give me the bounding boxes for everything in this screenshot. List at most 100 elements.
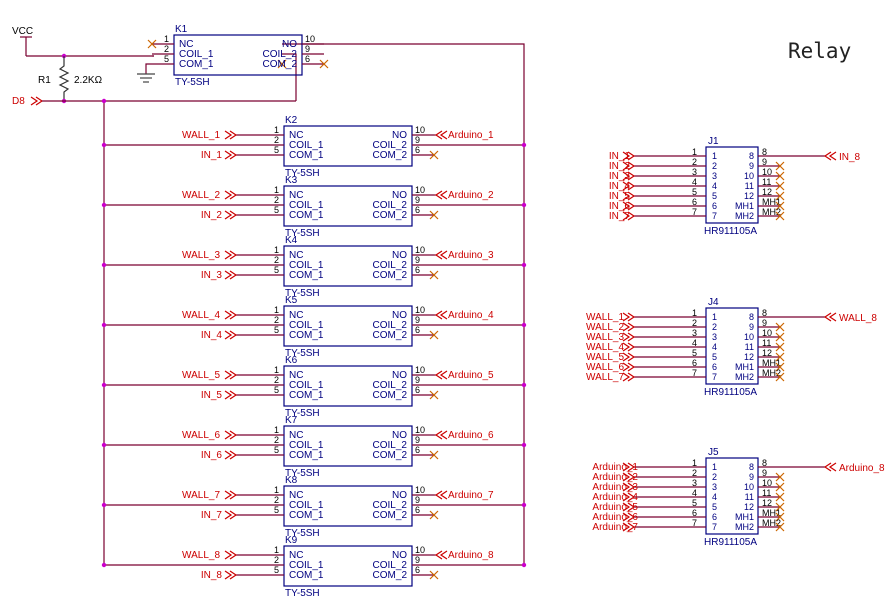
pin-label-nc: NC (289, 310, 303, 321)
junction-dot (521, 502, 527, 508)
arrow-chevron (622, 502, 631, 512)
connector-pin-number: 4 (692, 488, 697, 498)
net-output-arrow (434, 310, 448, 320)
net-input-arrow (622, 372, 636, 382)
pin-number: 9 (415, 435, 420, 445)
connector-pin-label: 7 (712, 211, 717, 221)
net-input-arrow (622, 201, 636, 211)
pin-number: 10 (415, 305, 425, 315)
arrow-chevron (224, 510, 233, 520)
connector-pin-label: 7 (712, 372, 717, 382)
arrow-chevron (627, 502, 636, 512)
relay-ref: K3 (285, 175, 298, 186)
no-connect-mark (429, 210, 439, 220)
pin-number: 9 (415, 495, 420, 505)
arrow-chevron (627, 191, 636, 201)
arrow-chevron (224, 150, 233, 160)
pin-label-coil2: COIL_2 (373, 320, 408, 331)
connector-pin-number: 11 (762, 488, 771, 498)
junction-dot (101, 442, 107, 448)
pin-label-nc: NC (179, 39, 193, 50)
connector-pin-number: 5 (692, 348, 697, 358)
junction-dot (521, 382, 527, 388)
arrow-chevron (439, 250, 448, 260)
relay-k9: K9TY-5SHNCCOIL_1COM_1NOCOIL_2COM_2125109… (101, 535, 527, 597)
relay-k6: K6TY-5SHNCCOIL_1COM_1NOCOIL_2COM_2125109… (101, 355, 527, 419)
pin-label-coil2: COIL_2 (373, 500, 408, 511)
junction-dot (521, 262, 527, 268)
arrow-chevron (439, 190, 448, 200)
connector-pin-number: 12 (762, 187, 772, 197)
net-label-in: IN_5 (201, 390, 223, 401)
no-connect-stroke (775, 181, 785, 191)
arrow-chevron (434, 310, 443, 320)
connector-pin-number: 11 (762, 338, 771, 348)
junction-dot (521, 322, 527, 328)
arrow-chevron (627, 362, 636, 372)
arrow-chevron (229, 370, 238, 380)
junction-dot (101, 142, 107, 148)
net-label-arduino: Arduino_7 (448, 490, 494, 501)
pin-number: 10 (415, 365, 425, 375)
no-connect-mark (429, 330, 439, 340)
arrow-chevron (224, 490, 233, 500)
no-connect-stroke (429, 570, 439, 580)
relay-k3: K3TY-5SHNCCOIL_1COM_1NOCOIL_2COM_2125109… (101, 175, 527, 239)
pin-label-com1: COM_1 (289, 390, 324, 401)
pin-label-com2: COM_2 (373, 570, 408, 581)
no-connect-mark (775, 181, 785, 191)
net-label-wall: WALL_8 (182, 550, 220, 561)
connector-pin-label: MH2 (735, 372, 754, 382)
connector-pin-number: MH1 (762, 358, 781, 368)
arrow-chevron (439, 430, 448, 440)
net-label-wall: WALL_5 (182, 370, 220, 381)
pin-label-nc: NC (289, 130, 303, 141)
arrow-chevron (229, 430, 238, 440)
relay-body (283, 185, 413, 227)
connector-pin-number: 3 (692, 478, 697, 488)
pin-label-no: NO (392, 550, 407, 561)
connector-pin-number: 5 (692, 498, 697, 508)
net-input-arrow (622, 472, 636, 482)
pin-number: 6 (305, 54, 310, 64)
pin-label-no: NO (392, 250, 407, 261)
junction-dot (521, 202, 527, 208)
no-connect-mark (277, 59, 287, 69)
arrow-chevron (622, 322, 631, 332)
net-input-arrow (622, 482, 636, 492)
connector-ref: J5 (708, 447, 719, 458)
pin-number: 10 (305, 34, 315, 44)
connector-pin-number: MH2 (762, 518, 781, 528)
net-input-arrow (224, 130, 238, 140)
connector-pin-label: 8 (749, 312, 754, 322)
arrow-chevron (434, 250, 443, 260)
pin-label-coil2: COIL_2 (373, 260, 408, 271)
no-connect-mark (429, 450, 439, 460)
connector-pin-label: 1 (712, 462, 717, 472)
arrow-chevron (224, 190, 233, 200)
connector-pin-label: MH1 (735, 512, 754, 522)
net-input-arrow (30, 96, 44, 106)
arrow-chevron (224, 550, 233, 560)
pin-number: 10 (415, 485, 425, 495)
arrow-chevron (622, 201, 631, 211)
pin-number: 6 (415, 505, 420, 515)
net-input-arrow (224, 570, 238, 580)
no-connect-mark (775, 512, 785, 522)
net-output-arrow (823, 462, 837, 472)
no-connect-stroke (147, 39, 157, 49)
arrow-chevron (622, 492, 631, 502)
connector-pin-number: 4 (692, 177, 697, 187)
pin-number: 2 (274, 555, 279, 565)
no-connect-stroke (775, 322, 785, 332)
connector-pin-label: 12 (744, 502, 754, 512)
pin-label-com2: COM_2 (373, 510, 408, 521)
arrow-chevron (823, 151, 832, 161)
arrow-chevron (224, 370, 233, 380)
connector-pin-number: 7 (692, 207, 697, 217)
connector-net-label: IN_5 (609, 191, 631, 202)
arrow-chevron (229, 490, 238, 500)
connector-net-label: WALL_1 (586, 312, 624, 323)
no-connect-stroke (775, 372, 785, 382)
